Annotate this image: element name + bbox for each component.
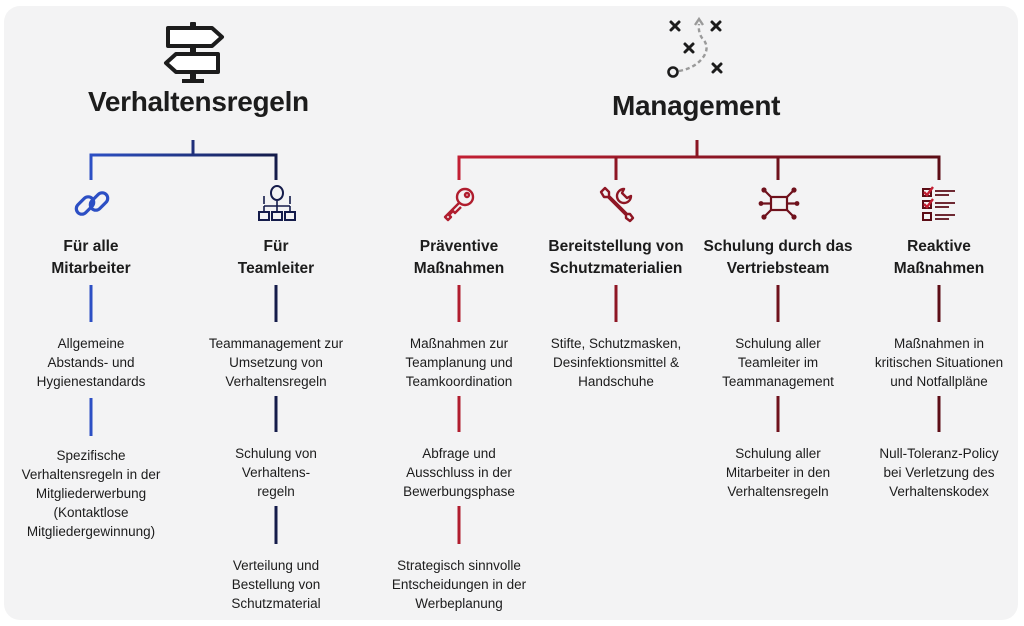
checklist-icon	[922, 186, 955, 221]
left-title: Verhaltensregeln	[88, 86, 309, 117]
signpost-icon	[164, 22, 224, 83]
chain-link-icon	[74, 191, 110, 216]
diagram-background	[4, 6, 1018, 620]
org-chart-icon	[258, 185, 296, 221]
heading-praeventive-massnahmen: Präventive Maßnahmen	[413, 238, 505, 277]
wrench-icon	[599, 186, 635, 223]
network-icon	[758, 187, 800, 220]
item-schutzmasken: Stifte, Schutzmasken,Desinfektionsmittel…	[550, 336, 682, 389]
heading-fuer-teamleiter: Für Teamleiter	[237, 238, 315, 277]
strategy-play-icon	[667, 16, 723, 78]
heading-fuer-alle-mitarbeiter: Für alle Mitarbeiter	[51, 238, 131, 277]
heading-bereitstellung-schutzmaterialien: Bereitstellung von Schutzmaterialien	[548, 238, 684, 277]
heading-schulung-vertriebsteam: Schulung durch das Vertriebsteam	[703, 238, 853, 277]
heading-reaktive-massnahmen: Reaktive Maßnahmen	[893, 238, 985, 277]
right-title: Management	[612, 90, 781, 121]
key-icon	[443, 187, 475, 222]
